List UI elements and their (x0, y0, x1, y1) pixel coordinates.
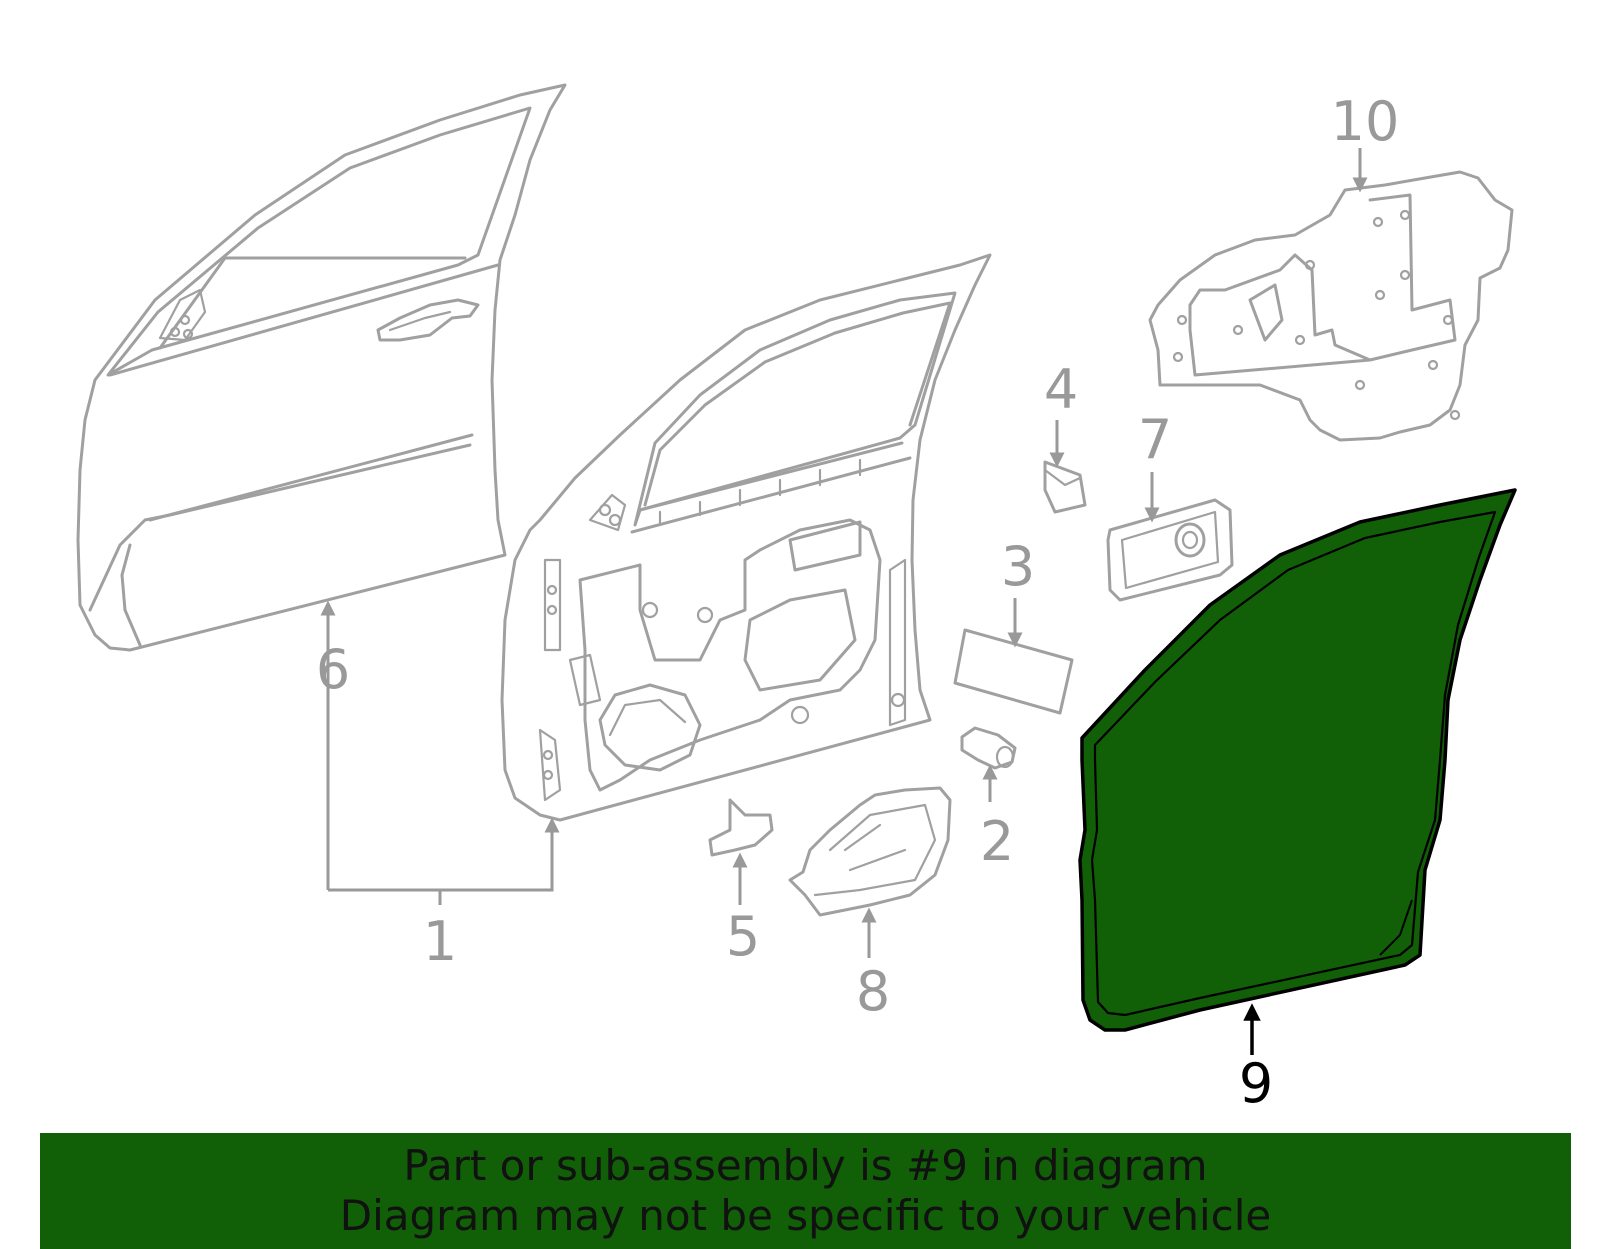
part-5-bracket (708, 798, 774, 857)
callout-5: 5 (726, 905, 760, 968)
part-9-weatherstrip (1078, 488, 1517, 1032)
leader-lines (320, 148, 1368, 1055)
callout-10: 10 (1331, 90, 1400, 153)
callout-1: 1 (423, 910, 457, 973)
part-10-door-shield-panel (1148, 170, 1514, 442)
part-2-bumper (960, 726, 1017, 770)
weatherstrip-fill (1078, 488, 1517, 1032)
callout-labels: 1 2 3 4 5 6 7 8 9 10 (316, 90, 1400, 1115)
info-banner: Part or sub-assembly is #9 in diagram Di… (40, 1133, 1571, 1249)
part-7-cover (1106, 498, 1234, 602)
banner-line-disclaimer: Diagram may not be specific to your vehi… (339, 1191, 1272, 1240)
part-6-outer-door-panel (76, 83, 567, 652)
part-1-door-frame (500, 253, 992, 822)
callout-7: 7 (1138, 408, 1172, 471)
banner-line-part: Part or sub-assembly is #9 in diagram (403, 1141, 1208, 1190)
callout-4: 4 (1044, 358, 1078, 421)
callout-8: 8 (856, 960, 890, 1023)
part-4-clip (1043, 460, 1087, 514)
callout-3: 3 (1001, 535, 1035, 598)
part-8-speaker-bracket (788, 786, 952, 917)
callout-6: 6 (316, 638, 350, 701)
callout-9-highlighted: 9 (1239, 1052, 1273, 1115)
callout-2: 2 (980, 810, 1014, 873)
part-3-pad (953, 628, 1074, 715)
